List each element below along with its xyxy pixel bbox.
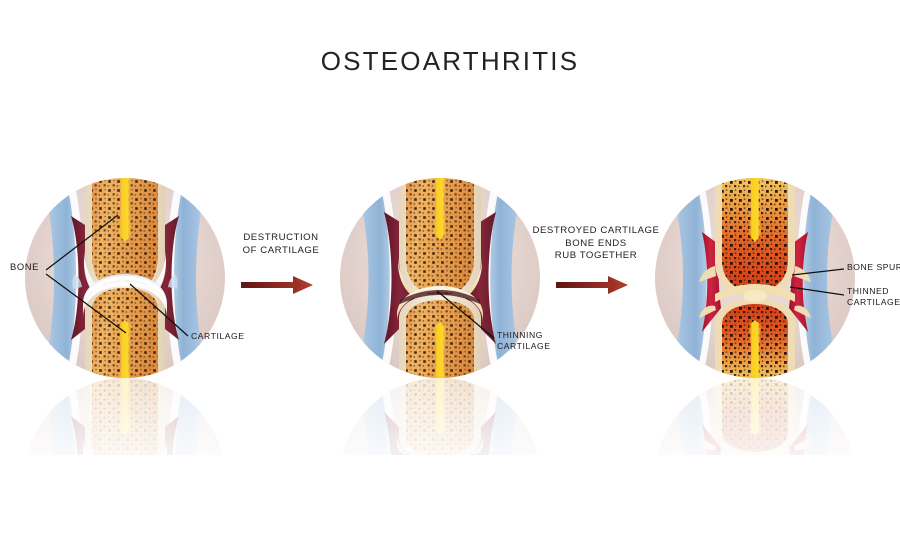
bone-ends-rub-together-caption: DESTROYED CARTILAGE BONE ENDS RUB TOGETH… [526,225,666,263]
cartilage-label: CARTILAGE [191,331,245,341]
caption-line-1: DESTROYED CARTILAGE [532,225,660,236]
caption-line-2: BONE ENDS [565,237,627,249]
joint-thinning [340,172,540,384]
bone-spur-leader [791,268,845,276]
bone-spur-label: BONE SPUR [847,262,900,272]
thinning-cartilage-leader [436,290,495,339]
joint-severe [655,172,855,384]
bone-ends-rub-together-arrow [556,276,628,294]
thinning-cartilage-label-line1: THINNING [497,330,543,340]
caption-line-1: DESTRUCTION [243,232,319,243]
destruction-of-cartilage-caption: DESTRUCTION OF CARTILAGE [221,232,341,257]
joint-healthy [25,172,225,384]
thinned-cartilage-leader [789,286,845,296]
bone-leader-lower [45,273,127,334]
thinned-cartilage-label-line1: THINNED [847,286,890,296]
bone-leader-upper [45,214,119,271]
reflection-cutoff [0,455,900,553]
thinned-cartilage-label-line2: CARTILAGE [847,297,900,307]
caption-line-3: RUB TOGETHER [554,250,638,261]
bone-label: BONE [10,261,39,272]
leader-lines [45,214,845,339]
caption-line-2: OF CARTILAGE [242,244,320,256]
page-title: OSTEOARTHRITIS [320,46,580,76]
destruction-of-cartilage-arrow [241,276,313,294]
cartilage-leader [129,283,189,337]
thinning-cartilage-label-line2: CARTILAGE [497,341,551,351]
